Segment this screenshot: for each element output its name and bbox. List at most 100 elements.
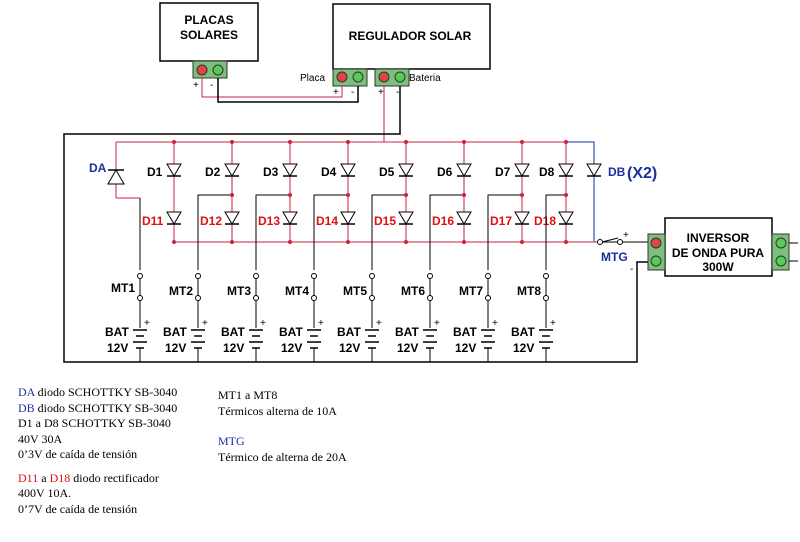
breaker-contact	[137, 295, 143, 301]
battery-voltage: 12V	[223, 341, 244, 355]
breaker-label: MT1	[111, 281, 135, 295]
upper-diode-label: D1	[147, 165, 163, 179]
inverter-minus: -	[630, 264, 633, 275]
lower-diode-body	[398, 211, 414, 225]
breaker-contact	[253, 273, 259, 279]
upper-diode-label: D3	[263, 165, 279, 179]
inverter-plus: +	[623, 230, 629, 241]
junction-dot	[346, 240, 350, 244]
breaker-contact	[427, 273, 433, 279]
legend-mt-text: Térmicos alterna de 10A	[218, 403, 337, 418]
lower-diode-body	[224, 211, 240, 225]
junction-dot	[520, 193, 524, 197]
lower-diode-label: D12	[200, 214, 222, 228]
battery-plus: +	[260, 318, 266, 329]
breaker-contact	[195, 295, 201, 301]
db-count: (X2)	[627, 165, 657, 182]
battery-label: BAT	[279, 325, 303, 339]
junction-dot	[346, 140, 350, 144]
upper-diode-body	[456, 163, 472, 177]
upper-diode-label: D7	[495, 165, 511, 179]
panel-plus: +	[193, 80, 199, 91]
legend-mtg: MTG	[218, 434, 245, 448]
mtg-contact-b	[617, 239, 623, 245]
da-label: DA	[89, 161, 107, 175]
junction-dot	[564, 140, 568, 144]
legend-d11-spec: 400V 10A.	[18, 486, 72, 500]
battery-voltage: 12V	[513, 341, 534, 355]
diode-da	[107, 142, 141, 270]
breaker-feed-wire	[197, 194, 232, 270]
breaker-label: MT6	[401, 284, 425, 298]
regulator-input-label: Placa	[300, 73, 325, 84]
battery-plus: +	[550, 318, 556, 329]
battery-branches: D1D11MT1+BAT12VD2D12MT2+BAT12VD3D13MT3+B…	[105, 140, 574, 362]
junction-dot	[404, 240, 408, 244]
battery-voltage: 12V	[281, 341, 302, 355]
junction-dot	[462, 140, 466, 144]
battery-label: BAT	[337, 325, 361, 339]
legend-d11-drop: 0’7V de caída de tensión	[18, 501, 138, 516]
solar-panels-box	[159, 2, 259, 62]
lower-diode-body	[166, 211, 182, 225]
breaker-feed-wire	[429, 194, 464, 270]
junction-dot	[520, 240, 524, 244]
battery-voltage: 12V	[339, 341, 360, 355]
db-label: DB	[608, 165, 626, 179]
junction-dot	[346, 193, 350, 197]
upper-diode-body	[282, 163, 298, 177]
battery-plus: +	[376, 318, 382, 329]
solar-panels-label-1: PLACAS	[184, 13, 233, 27]
junction-dot	[520, 140, 524, 144]
regulator-input-terminal	[332, 68, 368, 87]
junction-dot	[288, 240, 292, 244]
junction-dot	[404, 140, 408, 144]
battery-plus: +	[492, 318, 498, 329]
mtg-label: MTG	[601, 250, 628, 264]
legend-mtg-text: Térmico de alterna de 20A	[218, 449, 347, 464]
junction-dot	[462, 193, 466, 197]
breaker-label: MT4	[285, 284, 309, 298]
junction-dot	[288, 193, 292, 197]
regulator-output-terminal	[374, 68, 410, 87]
reg-in-minus: -	[351, 87, 354, 98]
breaker-feed-wire	[487, 194, 522, 270]
lower-diode-label: D11	[142, 214, 164, 228]
upper-diode-label: D5	[379, 165, 395, 179]
regulator-output-label: Bateria	[409, 73, 441, 84]
lower-diode-body	[340, 211, 356, 225]
lower-diode-label: D15	[374, 214, 396, 228]
battery-label: BAT	[221, 325, 245, 339]
lower-diode-label: D14	[316, 214, 338, 228]
legend-d1-drop: 0’3V de caída de tensión	[18, 447, 138, 461]
lower-diode-label: D13	[258, 214, 280, 228]
panel-terminal	[192, 60, 228, 79]
reg-in-plus: +	[333, 87, 339, 98]
breaker-contact	[137, 273, 143, 279]
lower-diode-body	[558, 211, 574, 225]
junction-dot	[462, 240, 466, 244]
regulator-box	[332, 3, 491, 70]
battery-plus: +	[144, 318, 150, 329]
battery-label: BAT	[453, 325, 477, 339]
panel-plus-wire	[201, 78, 343, 98]
regulator-label: REGULADOR SOLAR	[349, 29, 472, 43]
breaker-contact	[311, 295, 317, 301]
battery-label: BAT	[105, 325, 129, 339]
battery-plus: +	[434, 318, 440, 329]
upper-diode-label: D6	[437, 165, 453, 179]
upper-diode-body	[558, 163, 574, 177]
lower-diode-body	[456, 211, 472, 225]
legend-left: DA diodo SCHOTTKY SB-3040 DB diodo SCHOT…	[18, 385, 218, 517]
battery-voltage: 12V	[165, 341, 186, 355]
breaker-contact	[311, 273, 317, 279]
lower-diode-body	[514, 211, 530, 225]
breaker-feed-wire	[313, 194, 348, 270]
inverter-label-3: 300W	[702, 260, 734, 274]
breaker-contact	[195, 273, 201, 279]
battery-plus: +	[202, 318, 208, 329]
mtg-switch	[601, 237, 619, 243]
lower-diode-body	[282, 211, 298, 225]
junction-dot	[230, 140, 234, 144]
breaker-label: MT7	[459, 284, 483, 298]
